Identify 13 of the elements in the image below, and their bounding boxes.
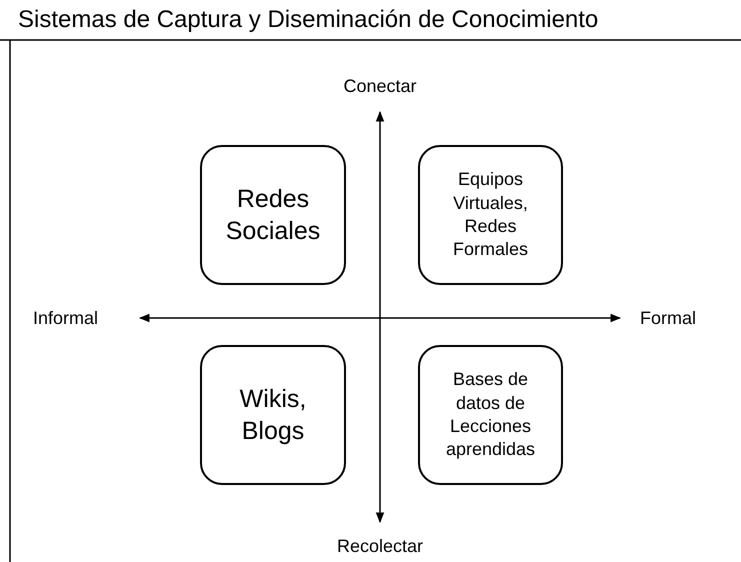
quadrant-box — [200, 145, 346, 285]
quadrant-box — [200, 345, 346, 485]
axis-label: Informal — [33, 308, 98, 329]
axis-label: Conectar — [343, 76, 417, 97]
box-text: Redes Sociales — [224, 184, 322, 247]
box-text: Bases de datos de Lecciones aprendidas — [444, 368, 536, 462]
quadrant-box — [418, 345, 563, 485]
quadrant-box — [418, 145, 563, 285]
box-text: Equipos Virtuales, Redes Formales — [452, 168, 529, 262]
title: Sistemas de Captura y Diseminación de Conocimiento — [18, 6, 598, 34]
box-text: Wikis, Blogs — [238, 384, 308, 447]
axis-label: Recolectar — [336, 536, 424, 557]
axis-label: Formal — [640, 308, 696, 329]
